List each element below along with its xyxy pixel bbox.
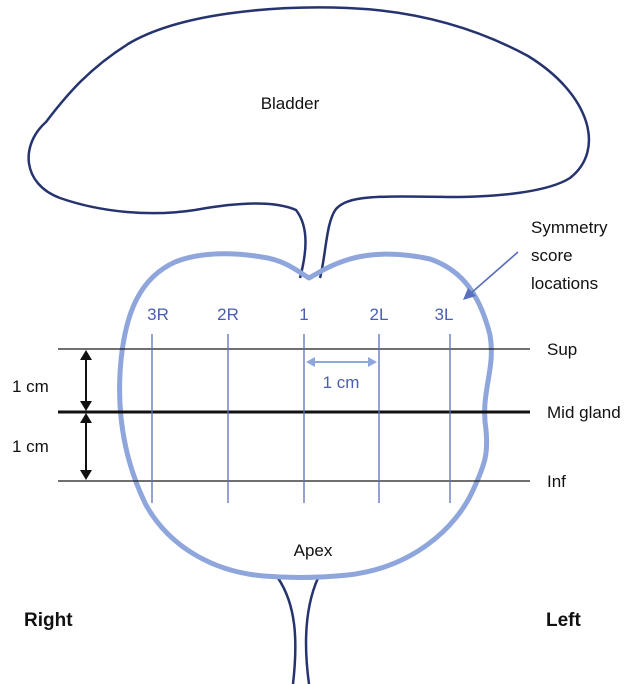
location-label-3r: 3R xyxy=(147,305,169,324)
urethra-left-wall xyxy=(306,578,318,684)
upper-arrowhead-top xyxy=(80,350,92,360)
bladder-label: Bladder xyxy=(261,94,320,113)
upper-arrowhead-bottom xyxy=(80,401,92,411)
sup-label: Sup xyxy=(547,340,577,359)
horizontal-arrowhead-left xyxy=(306,357,315,367)
symmetry-pointer-arrow xyxy=(470,252,518,294)
urethra-right-wall xyxy=(278,578,295,684)
horizontal-1cm-label: 1 cm xyxy=(323,373,360,392)
lower-arrowhead-top xyxy=(80,413,92,423)
location-label-2l: 2L xyxy=(370,305,389,324)
location-label-3l: 3L xyxy=(435,305,454,324)
right-side-label: Right xyxy=(24,610,73,631)
location-label-2r: 2R xyxy=(217,305,239,324)
prostate-outline xyxy=(120,254,492,578)
symmetry-label-line2: score xyxy=(531,246,573,265)
inf-label: Inf xyxy=(547,472,566,491)
bladder-outline xyxy=(29,7,589,278)
upper-1cm-label: 1 cm xyxy=(12,377,49,396)
apex-label: Apex xyxy=(294,541,333,560)
lower-1cm-label: 1 cm xyxy=(12,437,49,456)
lower-arrowhead-bottom xyxy=(80,470,92,480)
horizontal-arrowhead-right xyxy=(368,357,377,367)
symmetry-label-line1: Symmetry xyxy=(531,218,608,237)
mid-gland-label: Mid gland xyxy=(547,403,621,422)
location-label-1: 1 xyxy=(299,305,308,324)
left-side-label: Left xyxy=(546,610,582,631)
symmetry-label-line3: locations xyxy=(531,274,598,293)
